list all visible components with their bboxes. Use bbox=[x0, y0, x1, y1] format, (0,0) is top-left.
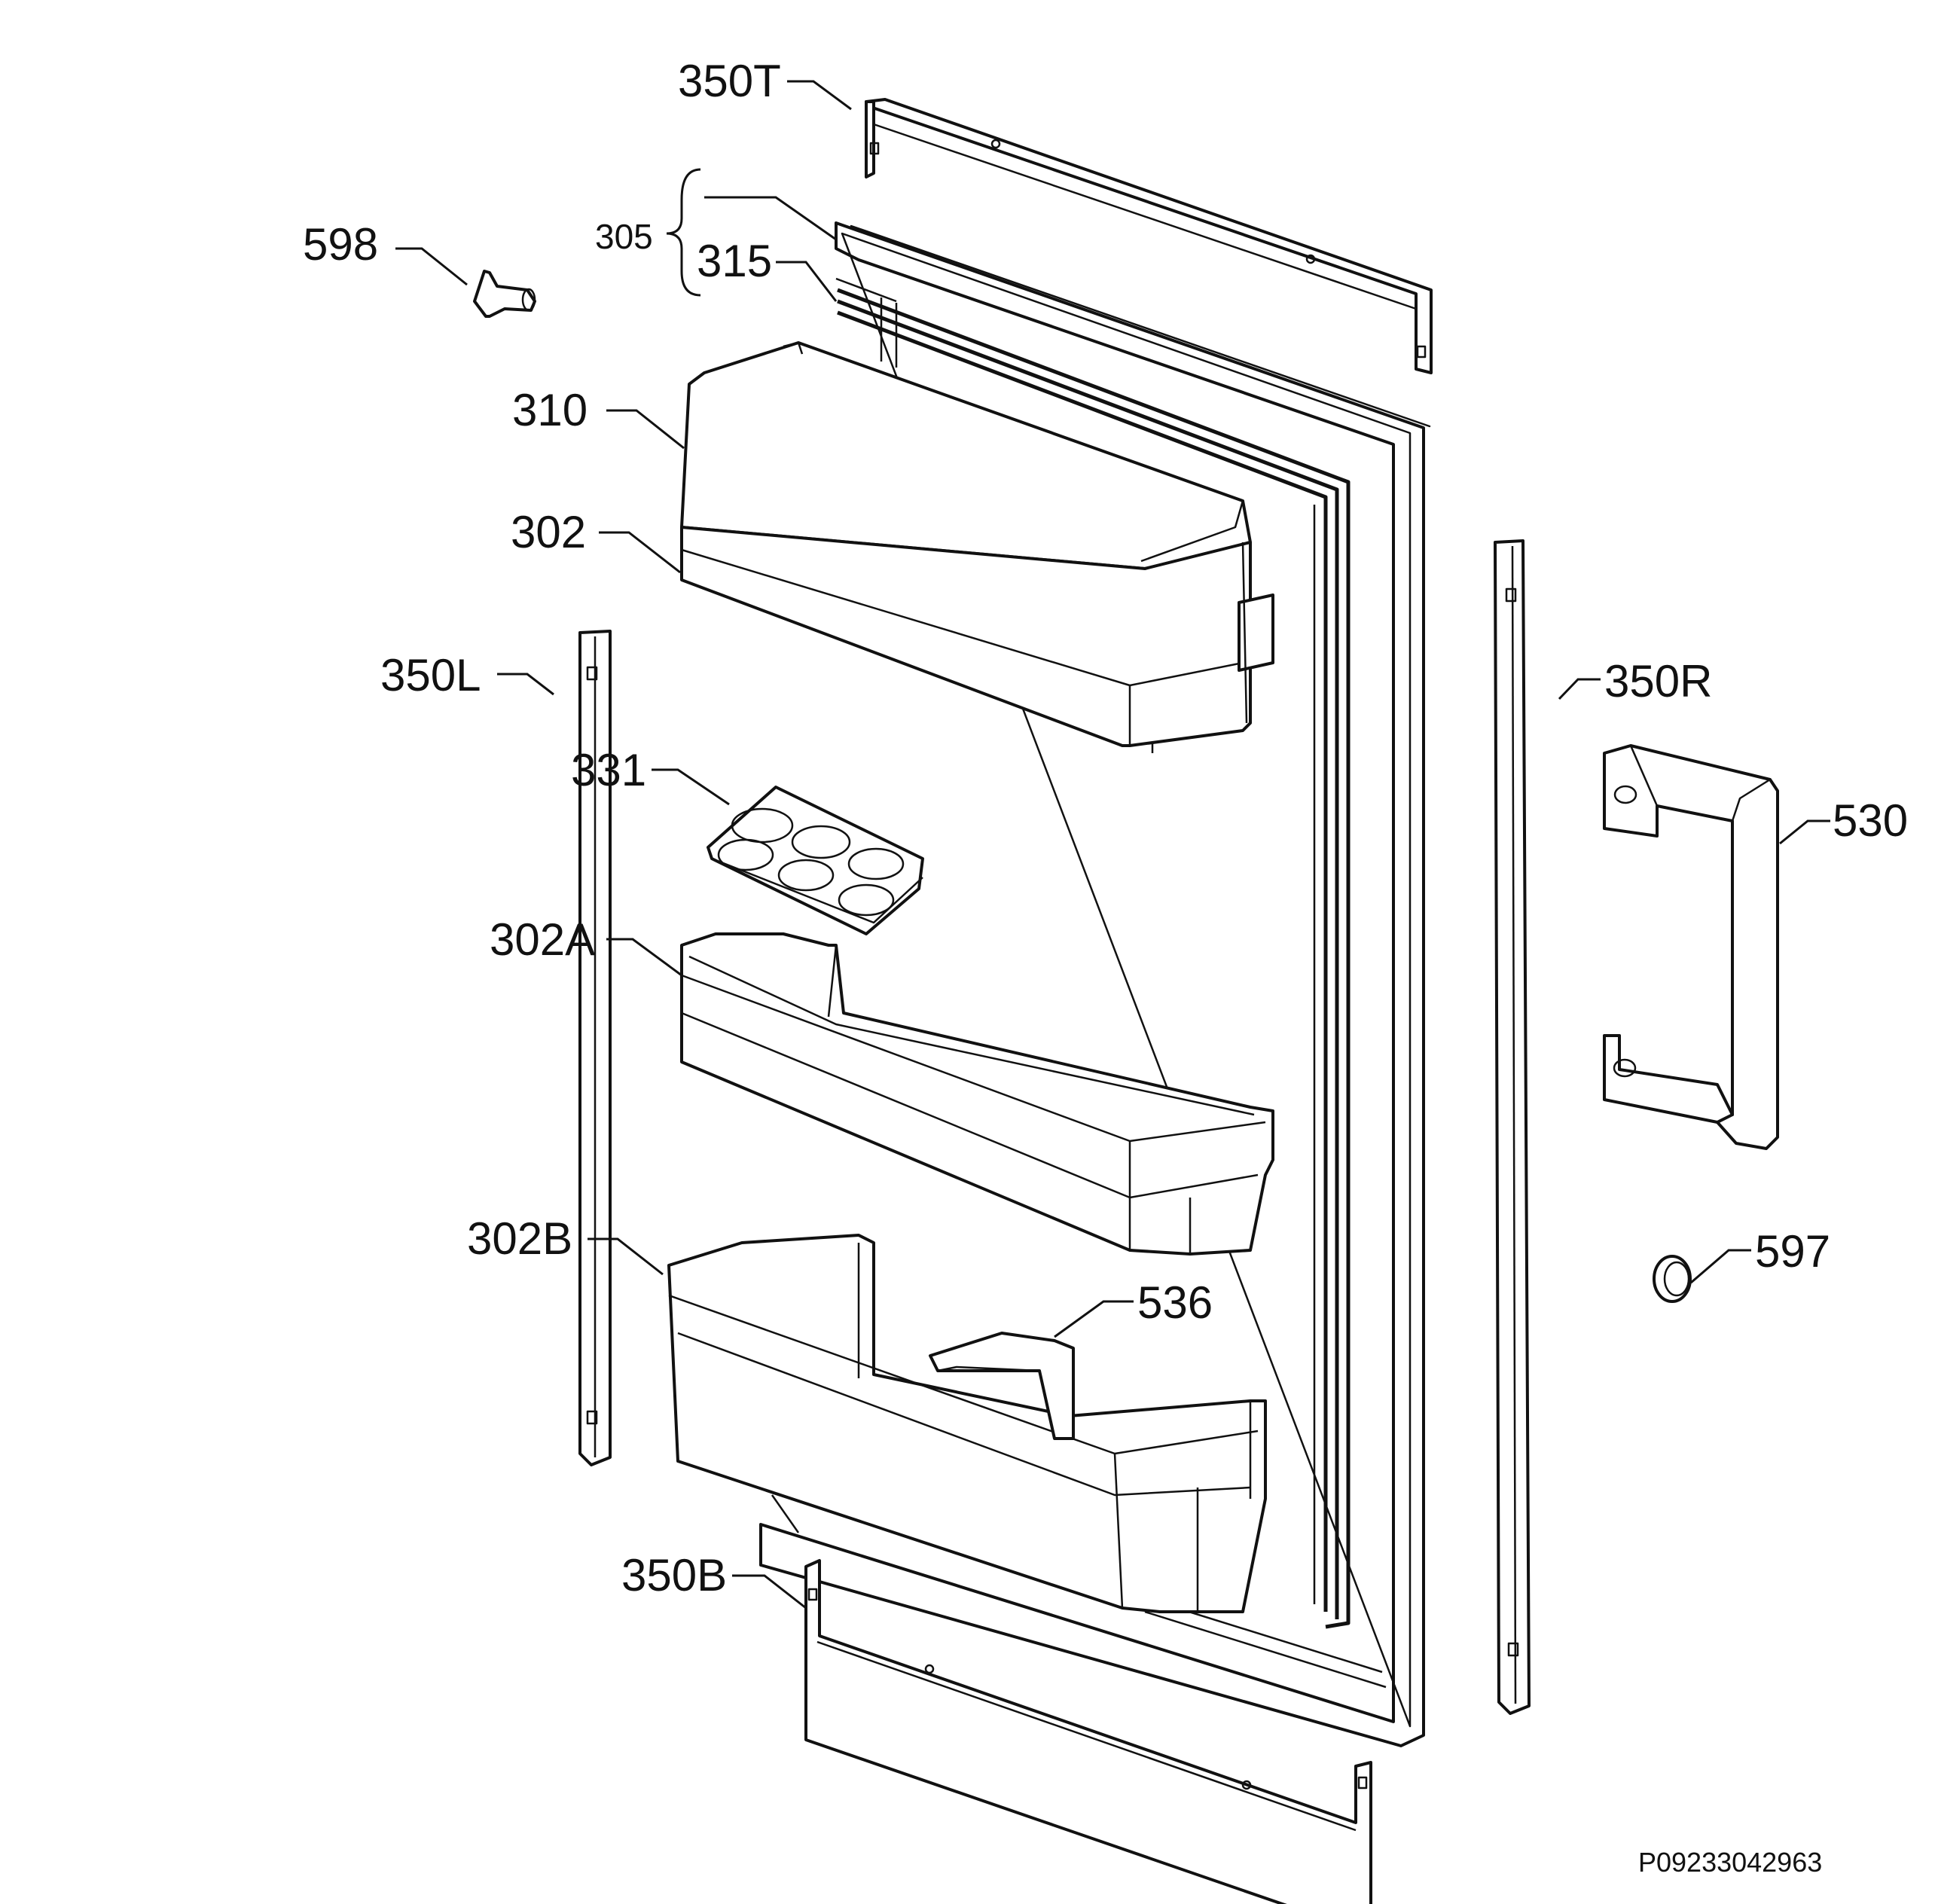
callout-315: 315 bbox=[697, 236, 772, 286]
drawing-code: P09233042963 bbox=[1638, 1847, 1822, 1878]
callout-302B: 302B bbox=[467, 1213, 572, 1264]
bottom-trim-strip-350B bbox=[804, 1559, 1372, 1904]
callout-302A: 302A bbox=[490, 914, 595, 965]
callout-350L: 350L bbox=[380, 650, 481, 700]
bottle-divider-536 bbox=[929, 1332, 1075, 1440]
callout-350T: 350T bbox=[678, 56, 781, 106]
left-trim-strip-350L bbox=[578, 630, 612, 1466]
callout-597: 597 bbox=[1755, 1226, 1830, 1277]
dairy-compartment-310-302 bbox=[680, 341, 1274, 753]
leader-lines bbox=[395, 80, 1830, 1610]
callout-350B: 350B bbox=[621, 1550, 727, 1600]
callout-350R: 350R bbox=[1604, 656, 1712, 706]
callout-536: 536 bbox=[1137, 1277, 1213, 1328]
door-panel-with-gasket bbox=[759, 221, 1431, 1747]
plug-598 bbox=[473, 270, 536, 318]
door-handle-530 bbox=[1603, 744, 1779, 1150]
callout-302: 302 bbox=[511, 507, 586, 557]
door-shelf-302B bbox=[667, 1234, 1267, 1613]
top-trim-strip-350T bbox=[865, 98, 1433, 374]
callout-598: 598 bbox=[303, 219, 378, 270]
egg-tray-331 bbox=[707, 786, 924, 935]
cover-cap-597 bbox=[1653, 1255, 1692, 1303]
door-shelf-302A bbox=[680, 932, 1274, 1256]
callout-305: 305 bbox=[595, 217, 653, 256]
callout-331: 331 bbox=[571, 745, 646, 795]
callout-labels: 350T 305 315 598 310 302 350L 350R 331 5… bbox=[303, 56, 1908, 1600]
callout-530: 530 bbox=[1833, 795, 1908, 846]
callout-310: 310 bbox=[512, 385, 588, 435]
right-trim-strip-350R bbox=[1494, 539, 1531, 1715]
